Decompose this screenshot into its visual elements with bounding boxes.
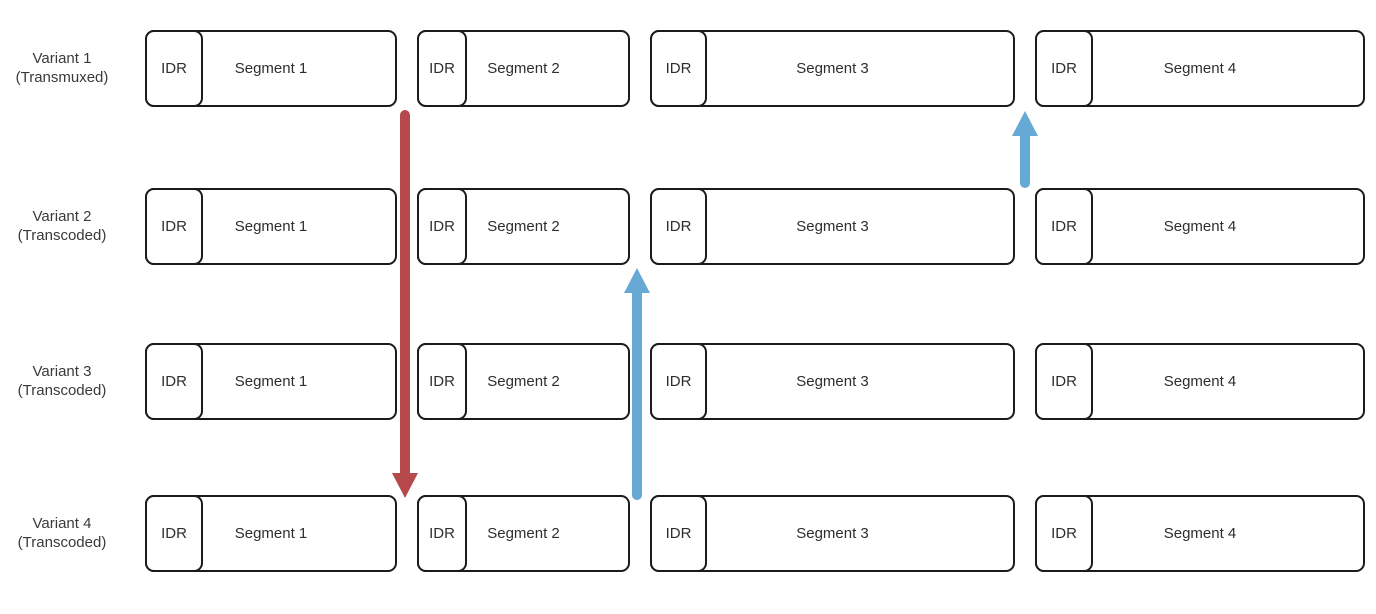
- segment-label: Segment 3: [796, 218, 869, 235]
- segment-label: Segment 3: [796, 525, 869, 542]
- segment-label: Segment 2: [487, 60, 560, 77]
- switch-up-arrow-1: [624, 268, 650, 500]
- variant-type: (Transcoded): [17, 227, 107, 244]
- variant-type: (Transmuxed): [15, 69, 109, 86]
- variant-name: Variant 2: [32, 208, 92, 225]
- segment-label: Segment 4: [1163, 373, 1237, 390]
- segment-box-v2-s3: IDR Segment 3: [650, 188, 1015, 265]
- variant-name: Variant 4: [32, 515, 92, 532]
- segment-box-v3-s2: IDR Segment 2: [417, 343, 630, 420]
- segment-box-v2-s1: IDR Segment 1: [145, 188, 397, 265]
- idr-box: IDR: [417, 30, 467, 107]
- segment-label: Segment 4: [1163, 60, 1237, 77]
- idr-box: IDR: [1035, 495, 1093, 572]
- segment-label: Segment 1: [234, 525, 308, 542]
- segment-box-v3-s1: IDR Segment 1: [145, 343, 397, 420]
- segment-box-v1-s3: IDR Segment 3: [650, 30, 1015, 107]
- idr-box: IDR: [1035, 188, 1093, 265]
- idr-box: IDR: [145, 188, 203, 265]
- segment-label: Segment 4: [1163, 218, 1237, 235]
- segment-label: Segment 3: [796, 373, 869, 390]
- arrow-shaft: [632, 286, 642, 500]
- variant-type: (Transcoded): [17, 382, 107, 399]
- idr-box: IDR: [145, 343, 203, 420]
- idr-box: IDR: [650, 30, 707, 107]
- segment-box-v4-s3: IDR Segment 3: [650, 495, 1015, 572]
- idr-box: IDR: [650, 495, 707, 572]
- arrow-shaft: [1020, 129, 1030, 188]
- segment-label: Segment 2: [487, 373, 560, 390]
- segment-label: Segment 1: [234, 218, 308, 235]
- segment-box-v2-s2: IDR Segment 2: [417, 188, 630, 265]
- segment-box-v1-s2: IDR Segment 2: [417, 30, 630, 107]
- idr-box: IDR: [417, 188, 467, 265]
- idr-box: IDR: [650, 343, 707, 420]
- variant-name: Variant 3: [32, 363, 92, 380]
- segment-box-v4-s1: IDR Segment 1: [145, 495, 397, 572]
- variant-type: (Transcoded): [17, 534, 107, 551]
- arrow-shaft: [400, 110, 410, 480]
- row-label-variant-1: Variant 1 (Transmuxed): [0, 49, 124, 87]
- segment-box-v4-s4: IDR Segment 4: [1035, 495, 1365, 572]
- segment-label: Segment 1: [234, 60, 308, 77]
- segment-box-v1-s1: IDR Segment 1: [145, 30, 397, 107]
- idr-box: IDR: [145, 30, 203, 107]
- idr-box: IDR: [417, 343, 467, 420]
- segment-label: Segment 1: [234, 373, 308, 390]
- idr-box: IDR: [145, 495, 203, 572]
- idr-box: IDR: [650, 188, 707, 265]
- arrow-up-head-icon: [1012, 111, 1038, 136]
- row-label-variant-2: Variant 2 (Transcoded): [0, 207, 124, 245]
- segment-label: Segment 4: [1163, 525, 1237, 542]
- variant-name: Variant 1: [32, 50, 92, 67]
- segment-box-v3-s3: IDR Segment 3: [650, 343, 1015, 420]
- arrow-down-head-icon: [392, 473, 418, 498]
- arrow-up-head-icon: [624, 268, 650, 293]
- segment-box-v2-s4: IDR Segment 4: [1035, 188, 1365, 265]
- segment-label: Segment 3: [796, 60, 869, 77]
- switch-down-arrow: [392, 110, 418, 498]
- row-label-variant-4: Variant 4 (Transcoded): [0, 514, 124, 552]
- segment-box-v1-s4: IDR Segment 4: [1035, 30, 1365, 107]
- switch-up-arrow-2: [1012, 111, 1038, 188]
- segment-box-v3-s4: IDR Segment 4: [1035, 343, 1365, 420]
- segment-label: Segment 2: [487, 525, 560, 542]
- row-label-variant-3: Variant 3 (Transcoded): [0, 362, 124, 400]
- segment-label: Segment 2: [487, 218, 560, 235]
- idr-box: IDR: [1035, 343, 1093, 420]
- idr-box: IDR: [1035, 30, 1093, 107]
- idr-box: IDR: [417, 495, 467, 572]
- segment-box-v4-s2: IDR Segment 2: [417, 495, 630, 572]
